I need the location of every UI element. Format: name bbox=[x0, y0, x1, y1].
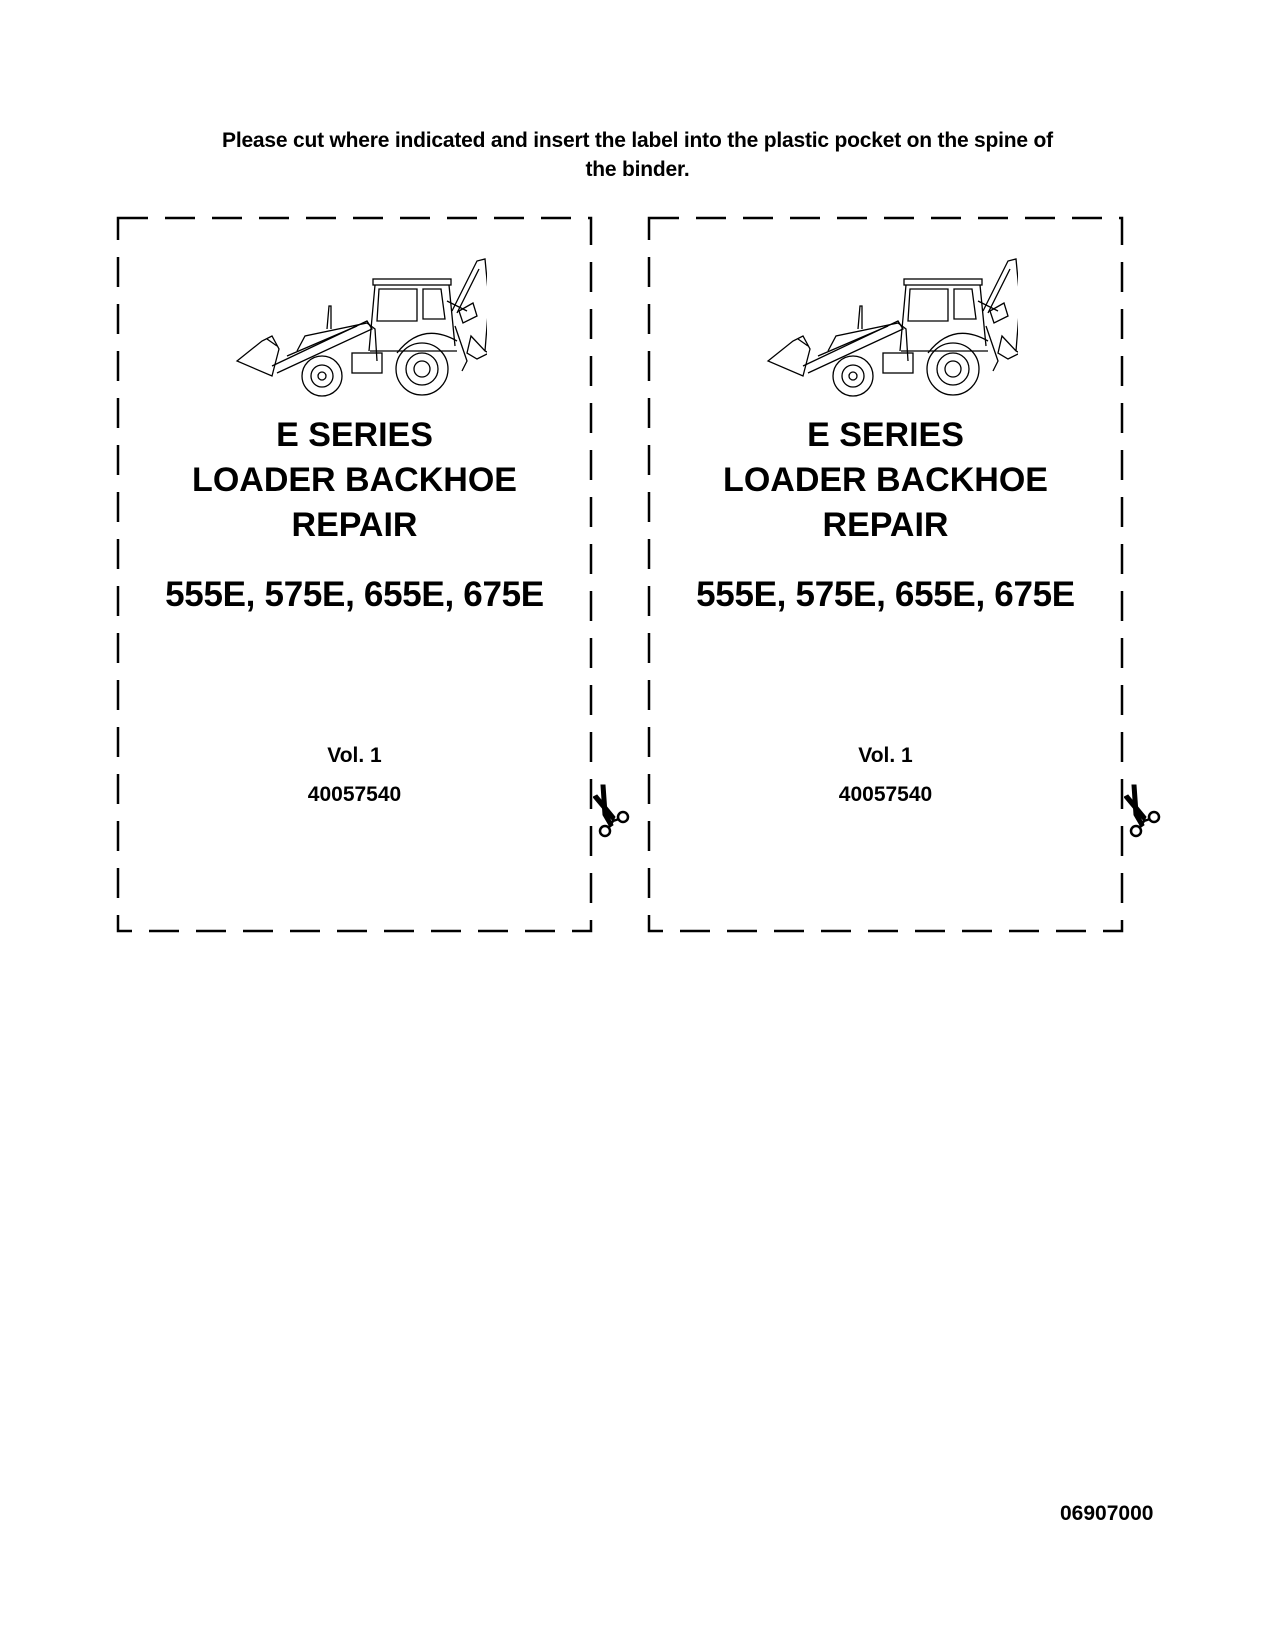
dashed-cut-line bbox=[116, 216, 593, 933]
title-series: E SERIES bbox=[807, 416, 964, 454]
part-number: 40057540 bbox=[838, 783, 933, 806]
document-code: 06907000 bbox=[1060, 1502, 1154, 1525]
volume-number: Vol. 1 bbox=[327, 744, 382, 767]
title-product: LOADER BACKHOE bbox=[723, 461, 1048, 499]
loader-backhoe-illustration bbox=[766, 258, 1018, 397]
title-type: REPAIR bbox=[291, 506, 418, 544]
instructions-line-2: the binder. bbox=[585, 158, 690, 181]
dashed-cut-line bbox=[647, 216, 1124, 933]
manual-title: E SERIES LOADER BACKHOE REPAIR bbox=[117, 413, 592, 548]
scissors-icon bbox=[1124, 784, 1161, 838]
cut-instructions: Please cut where indicated and insert th… bbox=[120, 126, 1155, 184]
scissors-icon bbox=[593, 784, 630, 838]
model-numbers: 555E, 575E, 655E, 675E bbox=[696, 575, 1075, 614]
model-numbers: 555E, 575E, 655E, 675E bbox=[165, 575, 544, 614]
title-type: REPAIR bbox=[822, 506, 949, 544]
volume-number: Vol. 1 bbox=[858, 744, 913, 767]
spine-label-left: E SERIES LOADER BACKHOE REPAIR 555E, 575… bbox=[116, 216, 593, 933]
spine-label-right: E SERIES LOADER BACKHOE REPAIR 555E, 575… bbox=[647, 216, 1124, 933]
part-number: 40057540 bbox=[307, 783, 402, 806]
title-series: E SERIES bbox=[276, 416, 433, 454]
title-product: LOADER BACKHOE bbox=[192, 461, 517, 499]
loader-backhoe-illustration bbox=[235, 258, 487, 397]
instructions-line-1: Please cut where indicated and insert th… bbox=[222, 129, 1053, 152]
manual-title: E SERIES LOADER BACKHOE REPAIR bbox=[648, 413, 1123, 548]
